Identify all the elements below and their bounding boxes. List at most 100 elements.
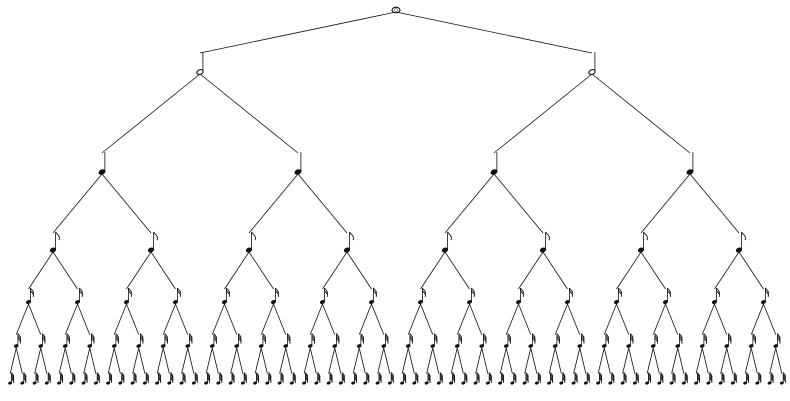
tree-branch	[475, 347, 483, 374]
sixty-fourth-note-icon	[485, 372, 492, 385]
tree-branch	[744, 347, 752, 374]
thirty-second-note-icon	[577, 333, 585, 348]
tree-branch	[420, 251, 446, 290]
tree-branch	[199, 73, 299, 154]
thirty-second-note-icon	[283, 333, 291, 348]
tree-branch	[622, 347, 630, 374]
tree-branch	[285, 347, 293, 374]
tree-branch	[616, 303, 630, 335]
tree-branch	[524, 347, 532, 374]
tree-branch	[211, 347, 219, 374]
tree-branch	[126, 251, 152, 290]
tree-branch	[695, 347, 703, 374]
tree-branch	[371, 303, 385, 335]
sixty-fourth-note-icon	[142, 372, 149, 385]
sixteenth-note-icon	[613, 287, 622, 305]
tree-branch	[34, 347, 42, 374]
sixty-fourth-note-icon	[473, 372, 480, 385]
thirty-second-note-icon	[748, 333, 757, 348]
sixteenth-note-icon	[515, 287, 524, 305]
sixty-fourth-note-icon	[375, 372, 382, 385]
sixty-fourth-note-icon	[204, 372, 211, 385]
tree-branch	[469, 303, 483, 335]
tree-branch	[279, 347, 287, 374]
tree-branch	[211, 303, 225, 335]
tree-branch	[52, 173, 103, 234]
sixty-fourth-note-icon	[118, 372, 125, 385]
thirty-second-note-icon	[87, 333, 95, 348]
tree-branch	[628, 347, 636, 374]
sixty-fourth-note-icon	[81, 372, 88, 385]
sixteenth-note-icon	[319, 287, 328, 305]
tree-branch	[426, 347, 434, 374]
thirty-second-note-icon	[699, 333, 708, 348]
sixty-fourth-note-icon	[240, 372, 247, 385]
tree-branch	[763, 303, 777, 335]
tree-branch	[156, 347, 164, 374]
thirty-second-note-icon	[13, 333, 22, 348]
sixty-fourth-note-icon	[265, 372, 272, 385]
tree-branch	[640, 173, 691, 234]
tree-branch	[101, 73, 201, 154]
sixty-fourth-note-icon	[596, 372, 603, 385]
tree-branch	[260, 347, 268, 374]
thirty-second-note-icon	[773, 333, 781, 348]
tree-branch	[646, 347, 654, 374]
tree-branch	[309, 303, 323, 335]
quarter-note-icon	[98, 152, 106, 175]
tree-edges	[9, 11, 783, 374]
tree-branch	[181, 347, 189, 374]
tree-branch	[297, 173, 348, 234]
tree-branch	[15, 347, 23, 374]
sixty-fourth-note-icon	[289, 372, 296, 385]
tree-branch	[420, 303, 434, 335]
tree-branch	[224, 251, 250, 290]
tree-branch	[248, 173, 299, 234]
sixteenth-note-icon	[123, 287, 132, 305]
tree-branch	[493, 73, 593, 154]
tree-branch	[714, 303, 728, 335]
tree-branch	[9, 347, 17, 374]
sixteenth-note-icon	[662, 287, 671, 305]
thirty-second-note-icon	[430, 333, 438, 348]
sixty-fourth-note-icon	[706, 372, 713, 385]
tree-branch	[518, 251, 544, 290]
tree-branch	[205, 347, 213, 374]
eighth-note-icon	[343, 231, 354, 253]
tree-branch	[83, 347, 91, 374]
thirty-second-note-icon	[185, 333, 193, 348]
tree-branch	[573, 347, 581, 374]
tree-branch	[64, 303, 78, 335]
sixty-fourth-note-icon	[326, 372, 333, 385]
tree-branch	[107, 347, 115, 374]
tree-branch	[671, 347, 679, 374]
tree-branch	[322, 251, 348, 290]
tree-branch	[395, 11, 593, 54]
sixty-fourth-note-icon	[608, 372, 615, 385]
thirty-second-note-icon	[528, 333, 536, 348]
thirty-second-note-icon	[234, 333, 242, 348]
tree-branch	[652, 303, 666, 335]
tree-branch	[505, 303, 519, 335]
sixty-fourth-note-icon	[155, 372, 162, 385]
tree-branch	[28, 303, 42, 335]
tree-branch	[113, 347, 121, 374]
thirty-second-note-icon	[356, 333, 365, 348]
sixty-fourth-note-icon	[547, 372, 554, 385]
sixty-fourth-note-icon	[534, 372, 541, 385]
sixty-fourth-note-icon	[216, 372, 223, 385]
tree-branch	[260, 303, 274, 335]
eighth-note-icon	[147, 231, 158, 253]
eighth-note-icon	[637, 231, 648, 253]
tree-branch	[603, 303, 617, 335]
sixty-fourth-note-icon	[510, 372, 517, 385]
sixty-fourth-note-icon	[106, 372, 113, 385]
tree-branch	[28, 251, 54, 290]
tree-branch	[162, 347, 170, 374]
sixty-fourth-note-icon	[681, 372, 688, 385]
tree-branch	[640, 251, 666, 290]
tree-branch	[603, 347, 611, 374]
thirty-second-note-icon	[724, 333, 732, 348]
thirty-second-note-icon	[381, 333, 389, 348]
tree-branch	[444, 173, 495, 234]
